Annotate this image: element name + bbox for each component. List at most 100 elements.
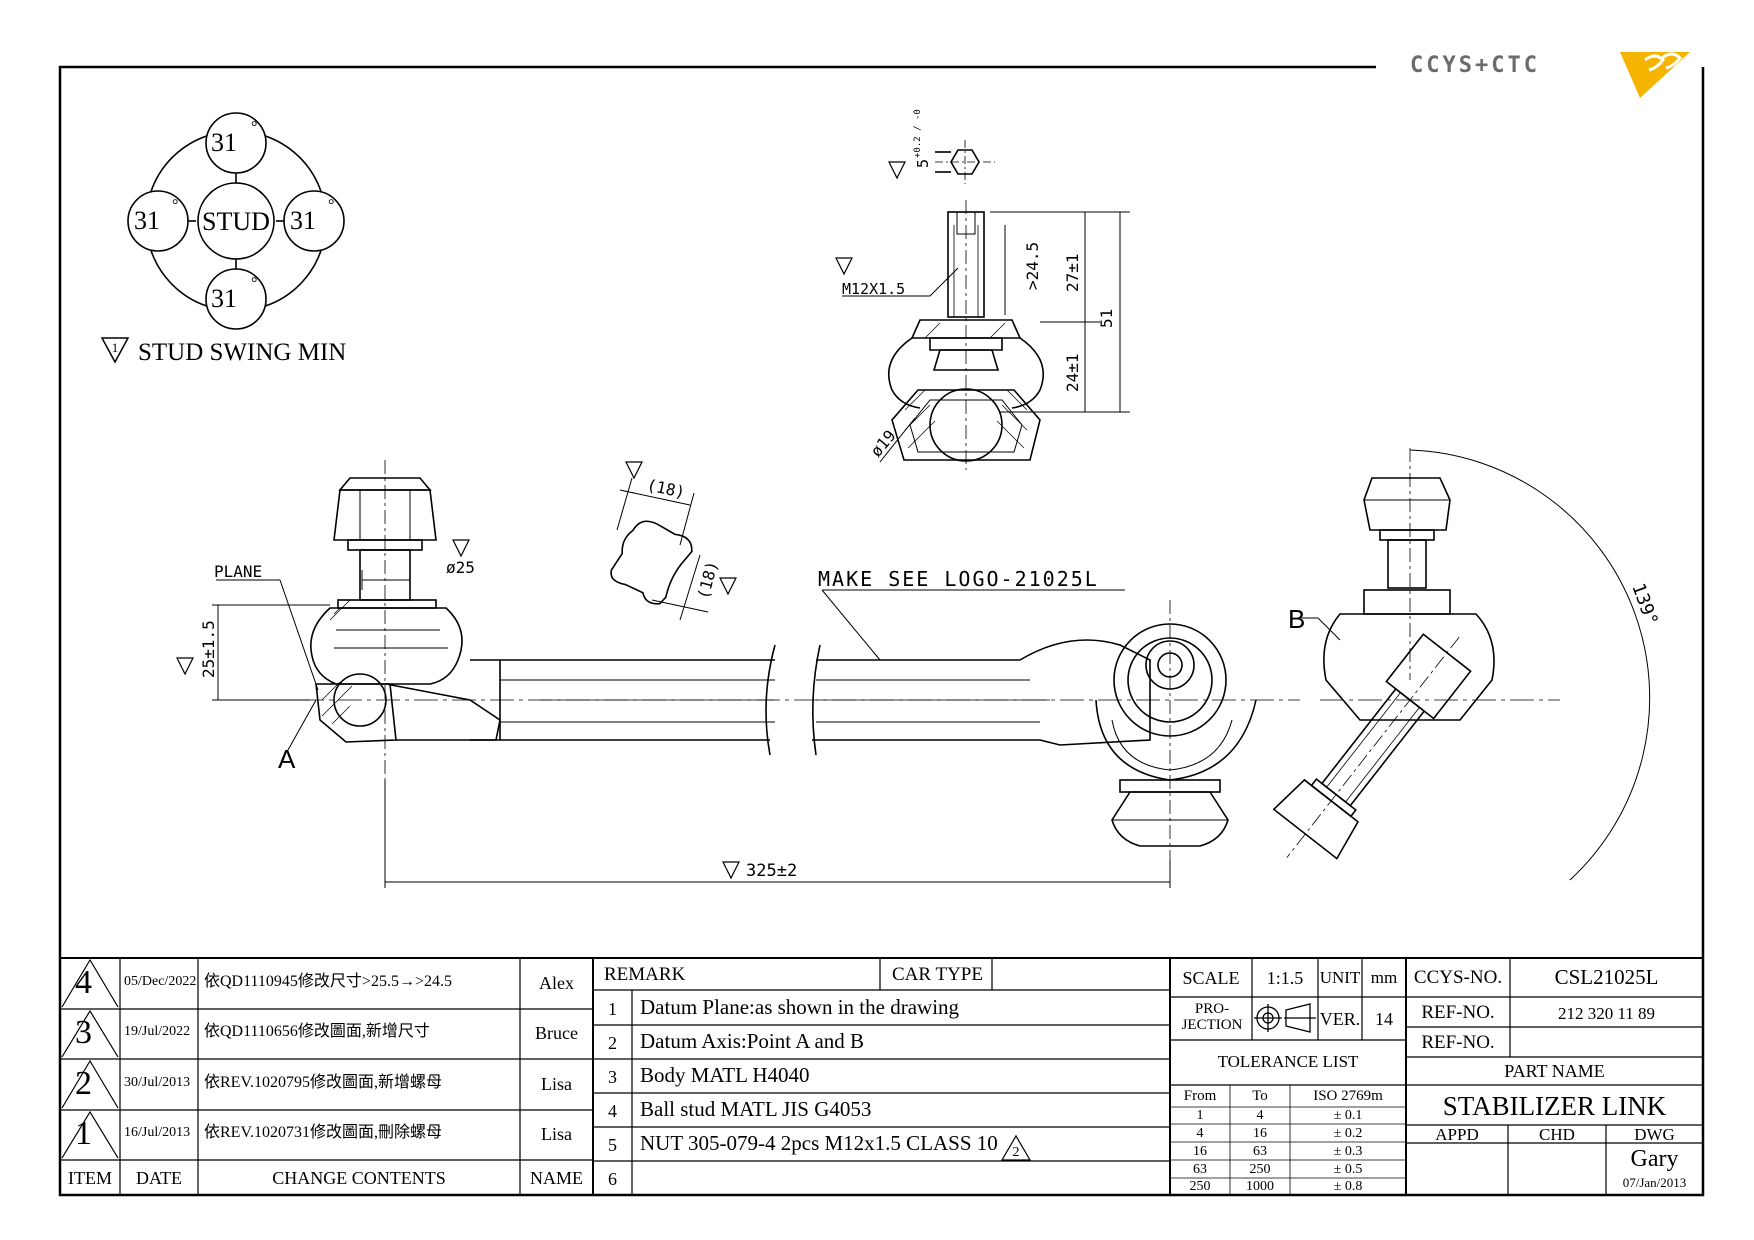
revision-item: 3 xyxy=(75,1014,92,1051)
dim-thread-length: >24.5 xyxy=(1023,242,1042,290)
revision-name: Bruce xyxy=(535,1023,578,1043)
svg-text:1: 1 xyxy=(112,340,119,355)
inspection-triangle-icon xyxy=(452,539,470,558)
tol-value: ± 0.5 xyxy=(1333,1162,1363,1177)
drawer-name: Gary xyxy=(1630,1146,1679,1172)
revision-item: 4 xyxy=(75,964,92,1001)
tol-to: 1000 xyxy=(1246,1179,1274,1194)
swing-degree-left: ° xyxy=(172,197,178,214)
ref-no-label-2: REF-NO. xyxy=(1421,1032,1495,1053)
remark-text: Datum Axis:Point A and B xyxy=(640,1029,865,1053)
top-view-dimensions: 5 +0.2 / -0 M12X1.5 >24.5 27±1 24±1 51 ø… xyxy=(835,109,1116,461)
projection-symbol-icon xyxy=(1254,1003,1316,1033)
dim-hex-thread: 5 xyxy=(914,159,932,168)
note-triangle-icon xyxy=(1000,1134,1032,1161)
stud-swing-label: STUD SWING MIN xyxy=(138,339,346,366)
scale-label: SCALE xyxy=(1182,968,1240,988)
inspection-triangle-icon xyxy=(835,257,853,276)
datum-point-b: B xyxy=(1288,604,1305,634)
company-logo-text: CCYS+CTC xyxy=(1410,53,1540,78)
rev-header-name: NAME xyxy=(530,1168,583,1188)
tol-to: 250 xyxy=(1249,1162,1271,1177)
company-logo xyxy=(1620,52,1690,98)
tol-header-to: To xyxy=(1252,1088,1268,1104)
tol-value: ± 0.2 xyxy=(1333,1126,1363,1141)
dim-overall-length: 325±2 xyxy=(746,861,797,881)
tol-from: 4 xyxy=(1196,1126,1204,1141)
inspection-triangle-icon xyxy=(176,657,194,676)
svg-text:2: 2 xyxy=(1013,1145,1020,1160)
remark-text: Ball stud MATL JIS G4053 xyxy=(640,1097,872,1121)
tol-value: ± 0.3 xyxy=(1333,1144,1363,1159)
scale-value: 1:1.5 xyxy=(1266,968,1304,988)
ccys-no-label: CCYS-NO. xyxy=(1413,967,1503,988)
tol-to: 4 xyxy=(1256,1108,1264,1123)
version-value: 14 xyxy=(1375,1009,1393,1029)
ref-no-value: 212 320 11 89 xyxy=(1557,1004,1656,1023)
swing-top-value: 31 xyxy=(211,128,237,157)
title-block-grid xyxy=(60,957,1703,1195)
dim-thread-size: M12X1.5 xyxy=(842,280,905,298)
revision-content: 依REV.1020795修改圖面,新增螺母 xyxy=(204,1074,442,1091)
revision-name: Alex xyxy=(539,973,574,993)
swing-bottom-value: 31 xyxy=(211,284,237,313)
remark-header: REMARK xyxy=(604,964,686,985)
top-view-ball-stud xyxy=(842,140,1130,470)
datum-point-a: A xyxy=(278,744,296,774)
inspection-triangle-icon xyxy=(722,861,740,880)
part-name-label: PART NAME xyxy=(1504,1061,1605,1081)
revision-content: 依QD1110656修改圖面,新增尺寸 xyxy=(204,1023,430,1040)
inspection-triangle-icon xyxy=(719,577,737,596)
swing-right-value: 31 xyxy=(290,206,316,235)
dwg-label: DWG xyxy=(1634,1125,1675,1144)
revision-name: Lisa xyxy=(541,1074,572,1094)
revision-content: 依QD1110945修改尺寸>25.5→>24.5 xyxy=(204,973,452,990)
tol-value: ± 0.1 xyxy=(1333,1108,1363,1123)
dim-height-25: 25±1.5 xyxy=(199,620,218,678)
swing-note-marker: 1 xyxy=(100,337,130,364)
dim-profile-width: (18) xyxy=(645,475,687,502)
chd-label: CHD xyxy=(1539,1125,1575,1144)
inspection-triangle-icon xyxy=(888,161,906,180)
main-side-view xyxy=(212,460,1300,888)
swing-left-value: 31 xyxy=(134,206,160,235)
swing-center-label: STUD xyxy=(202,207,270,236)
revision-name: Lisa xyxy=(541,1124,572,1144)
version-label: VER. xyxy=(1319,1009,1361,1029)
unit-label: UNIT xyxy=(1319,968,1361,987)
dim-plane: PLANE xyxy=(214,562,262,581)
remark-no: 6 xyxy=(608,1169,617,1189)
tol-from: 250 xyxy=(1189,1179,1211,1194)
swing-degree-right: ° xyxy=(328,197,334,214)
appd-label: APPD xyxy=(1435,1125,1479,1144)
remark-no: 4 xyxy=(608,1101,617,1121)
ccys-no-value: CSL21025L xyxy=(1554,965,1659,989)
rev-header-content: CHANGE CONTENTS xyxy=(272,1168,446,1188)
dim-nut-diameter: ø25 xyxy=(446,558,475,577)
dim-angle: 139° xyxy=(1627,581,1662,629)
dim-24: 24±1 xyxy=(1063,353,1082,392)
car-type-header: CAR TYPE xyxy=(892,964,983,985)
projection-label: PRO- JECTION xyxy=(1181,1001,1243,1033)
main-view-dimensions: PLANE ø25 25±1.5 MAKE SEE LOGO-21025L 32… xyxy=(176,539,1097,881)
revision-date: 19/Jul/2022 xyxy=(124,1024,191,1039)
drawing-border xyxy=(58,65,1705,1197)
remark-no: 1 xyxy=(608,999,617,1019)
dim-profile-height: (18) xyxy=(694,559,722,601)
tol-header-from: From xyxy=(1183,1088,1217,1104)
remark-no: 3 xyxy=(608,1067,617,1087)
tol-from: 1 xyxy=(1196,1108,1204,1123)
dim-51: 51 xyxy=(1097,309,1116,328)
revision-item: 1 xyxy=(75,1115,92,1152)
remark-text: Body MATL H4040 xyxy=(640,1063,810,1087)
right-angled-view xyxy=(1272,448,1651,881)
tol-from: 16 xyxy=(1193,1144,1207,1159)
remark-no: 5 xyxy=(608,1135,617,1155)
remark-text: Datum Plane:as shown in the drawing xyxy=(640,995,960,1019)
tolerance-title: TOLERANCE LIST xyxy=(1217,1052,1359,1071)
cross-section-profile xyxy=(610,477,709,621)
revision-content: 依REV.1020731修改圖面,刪除螺母 xyxy=(204,1124,442,1141)
dim-hex-tolerance: +0.2 / -0 xyxy=(913,109,923,158)
unit-value: mm xyxy=(1370,968,1398,987)
